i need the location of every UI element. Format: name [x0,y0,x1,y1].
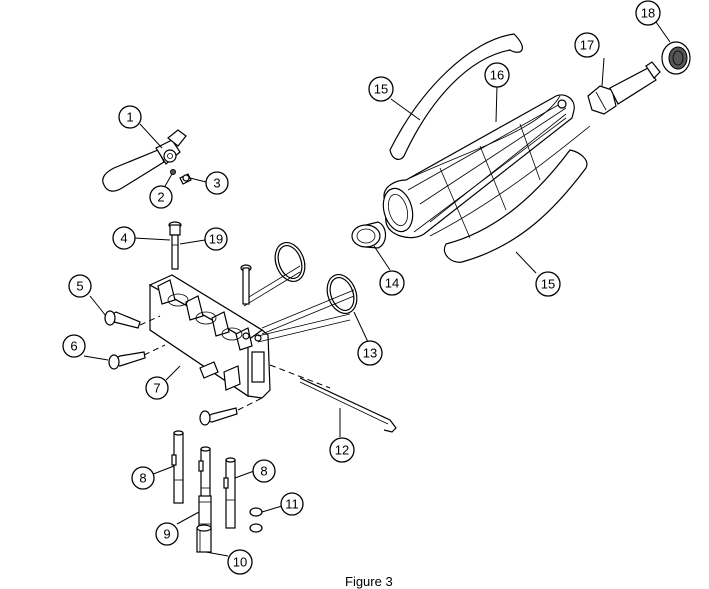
callout-10: 10 [227,549,253,575]
svg-text:3: 3 [213,176,220,191]
washer-part [170,169,176,175]
rod-part [299,377,397,433]
callout-12: 12 [329,437,355,463]
svg-text:18: 18 [641,6,655,21]
pin-part-left [171,430,184,504]
callout-3: 3 [205,171,229,195]
bolt-part [168,221,182,270]
center-lines [139,315,331,411]
callout-15-upper: 15 [368,76,394,102]
svg-text:8: 8 [260,464,267,479]
svg-text:1: 1 [126,110,133,125]
strip-part-upper [389,33,523,160]
callout-8-left: 8 [131,466,155,490]
coupling-ring-part [351,221,387,249]
svg-text:15: 15 [541,277,555,292]
svg-text:4: 4 [120,231,127,246]
callout-9: 9 [155,522,179,546]
handle-part [102,129,187,192]
bushing-part [196,524,212,553]
upper-stud [240,264,252,305]
svg-text:5: 5 [76,279,83,294]
figure-caption: Figure 3 [345,574,393,589]
svg-text:13: 13 [363,346,377,361]
callout-13: 13 [357,340,383,366]
strip-part-lower [443,149,588,263]
svg-text:15: 15 [374,82,388,97]
screw-part-6 [108,351,146,370]
manifold-body [148,274,271,399]
callout-15-lower: 15 [535,271,561,297]
oring-part [249,507,263,533]
callout-4: 4 [112,226,136,250]
end-cap-part [661,41,691,75]
svg-text:7: 7 [153,381,160,396]
svg-text:11: 11 [285,497,299,512]
svg-text:17: 17 [580,38,594,53]
svg-text:19: 19 [209,232,223,247]
callout-8-right: 8 [252,459,276,483]
svg-text:6: 6 [70,339,77,354]
callout-2: 2 [149,185,173,209]
callout-14: 14 [379,270,405,296]
screw-lower [199,407,238,426]
leader-lines [83,21,671,557]
svg-text:10: 10 [233,555,247,570]
svg-text:14: 14 [385,276,399,291]
cage-assembly-part [382,94,591,239]
callout-6: 6 [62,334,86,358]
callout-11: 11 [280,492,304,516]
screw-part-5 [104,310,141,329]
callout-19: 19 [204,227,228,251]
callout-1: 1 [118,105,142,129]
tie-rods [243,265,355,343]
callout-7: 7 [145,376,169,400]
svg-text:9: 9 [163,527,170,542]
callout-17: 17 [574,32,600,58]
callout-18: 18 [635,0,661,26]
shaft-part [587,61,661,115]
pin-part-right [223,457,236,529]
svg-text:16: 16 [490,68,504,83]
svg-text:12: 12 [335,443,349,458]
gasket-part [274,242,358,314]
callout-5: 5 [68,274,92,298]
svg-text:8: 8 [139,471,146,486]
screw-part-3 [179,173,192,185]
callout-16: 16 [484,62,510,88]
svg-text:2: 2 [157,190,164,205]
